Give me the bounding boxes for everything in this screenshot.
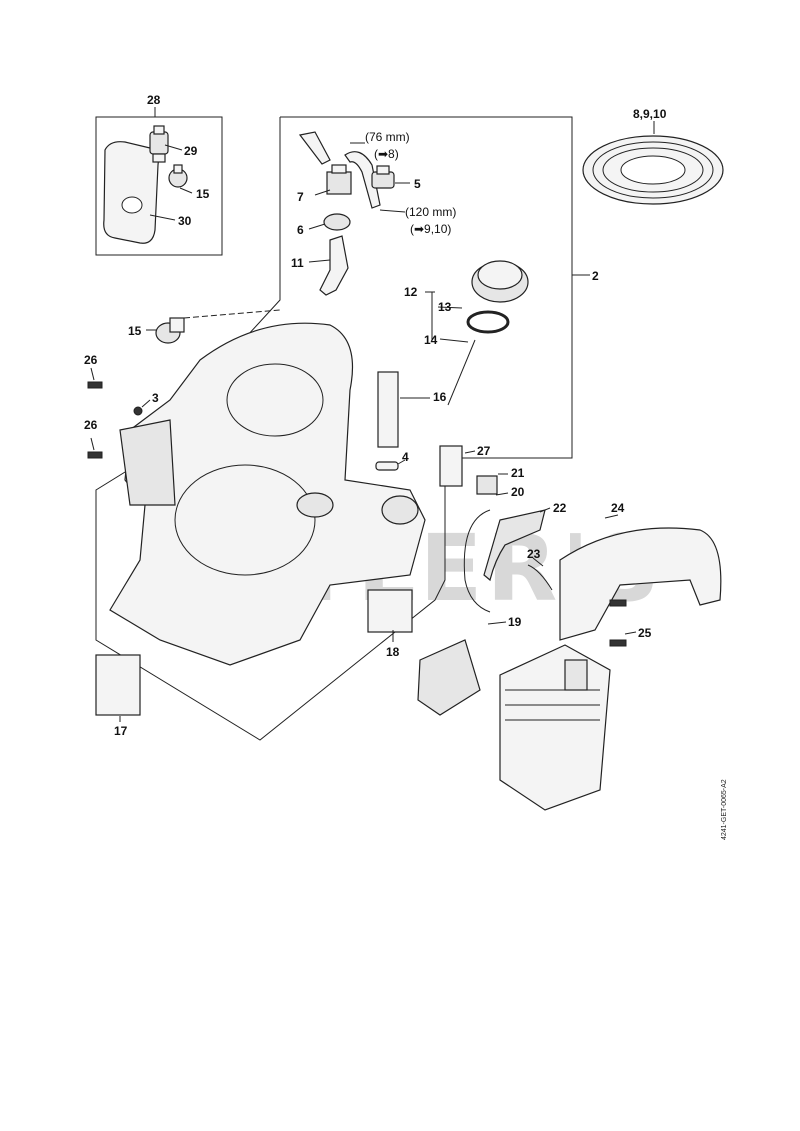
callout-13: 13	[438, 300, 452, 314]
document-id: 4241-GET-0065-A2	[721, 779, 728, 840]
note-hose-long-ref: (➡9,10)	[410, 222, 451, 236]
cap-ring-part	[582, 135, 724, 205]
callout-27: 27	[477, 444, 491, 458]
throttle-trigger-part-22	[483, 509, 546, 582]
screw-part-26-b	[87, 451, 103, 459]
fuel-pump-part-7	[326, 164, 352, 195]
switch-part-21	[476, 475, 498, 495]
callout-5: 5	[414, 177, 421, 191]
screw-part-3	[133, 406, 143, 416]
callout-11: 11	[291, 256, 304, 270]
note-hose-short: (76 mm)	[365, 130, 410, 144]
screw-part-25-a	[609, 599, 627, 607]
torsion-spring-part-23	[527, 564, 553, 591]
blower-housing-part	[109, 322, 426, 666]
air-filter-part	[103, 141, 159, 244]
callout-2: 2	[592, 269, 599, 283]
handle-part-24	[559, 527, 722, 641]
label-part-18	[367, 589, 413, 633]
callout-18: 18	[386, 645, 400, 659]
fuel-hose-short	[298, 131, 331, 165]
callout-23: 23	[527, 547, 541, 561]
valve-part-5	[371, 165, 395, 189]
inset-box-air-filter	[95, 116, 223, 256]
callout-7: 7	[297, 190, 304, 204]
label-part-16	[377, 371, 399, 448]
label-part-17	[95, 654, 141, 716]
ignition-module-part-19	[417, 639, 481, 716]
callout-17: 17	[114, 724, 128, 738]
label-part-27	[439, 445, 463, 487]
fitting-part-15	[155, 317, 185, 344]
grommet-part-6	[323, 213, 351, 231]
callout-15-inset: 15	[196, 187, 210, 201]
screw-part-25-b	[609, 639, 627, 647]
callout-26-b: 26	[84, 418, 98, 432]
callout-4: 4	[402, 450, 409, 464]
callout-15: 15	[128, 324, 142, 338]
suction-hose-part-11	[319, 235, 349, 296]
callout-20: 20	[511, 485, 525, 499]
o-ring-part-13	[466, 310, 510, 334]
engine-part	[499, 644, 611, 811]
note-hose-long: (120 mm)	[405, 205, 456, 219]
callout-28: 28	[147, 93, 161, 107]
callout-24: 24	[611, 501, 625, 515]
note-hose-short-ref: (➡8)	[374, 147, 399, 161]
fuel-hose-long	[344, 151, 381, 209]
callout-22: 22	[553, 501, 567, 515]
callout-25: 25	[638, 626, 652, 640]
callout-16: 16	[433, 390, 447, 404]
pin-part-4	[375, 461, 399, 471]
screw-part-26-a	[87, 381, 103, 389]
callout-26-a: 26	[84, 353, 98, 367]
retainer-part-14	[447, 339, 476, 406]
callout-8-9-10: 8,9,10	[633, 107, 667, 121]
callout-6: 6	[297, 223, 304, 237]
wiring-part-20	[463, 509, 491, 613]
callout-21: 21	[511, 466, 525, 480]
tank-cap-part-12	[471, 260, 529, 303]
callout-29: 29	[184, 144, 198, 158]
callout-3: 3	[152, 391, 159, 405]
fitting-part-15-inset	[168, 164, 188, 188]
leader-lines	[90, 121, 655, 722]
callout-12: 12	[404, 285, 418, 299]
valve-part-29	[149, 125, 169, 163]
callout-30: 30	[178, 214, 192, 228]
callout-14: 14	[424, 333, 438, 347]
callout-19: 19	[508, 615, 522, 629]
